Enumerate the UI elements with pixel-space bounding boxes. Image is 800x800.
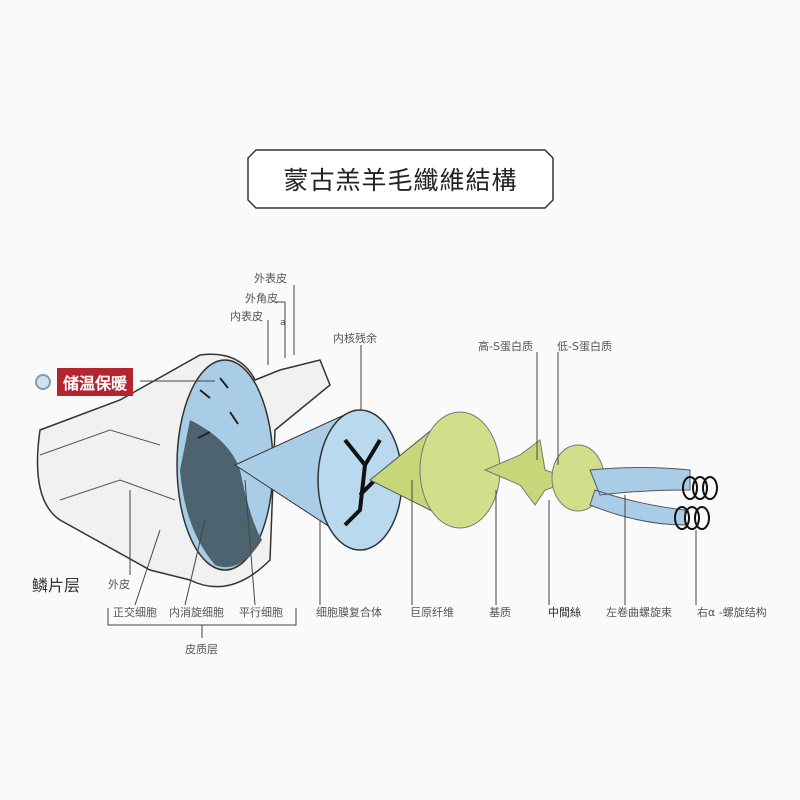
alpha-helix-coils — [674, 476, 718, 530]
label-macrofibril: 巨原纤维 — [410, 606, 454, 619]
label-outer-epicuticle: 外表皮 — [254, 272, 287, 285]
label-exocuticle: 外角皮 — [245, 292, 278, 305]
label-intermediate-filament: 中間絲 — [548, 606, 581, 619]
label-paracortex: 平行细胞 — [239, 606, 283, 619]
title-frame — [247, 149, 554, 209]
label-cell-membrane-complex: 细胞膜复合体 — [316, 606, 382, 619]
label-high-s-protein: 高-S蛋白质 — [478, 340, 533, 353]
label-endocuticle: 内表皮 — [230, 310, 263, 323]
label-right-alpha-helix: 右α -螺旋结构 — [697, 606, 767, 619]
label-medulla-remnant: 内核残余 — [333, 332, 377, 345]
label-mesocortex: 内消旋细胞 — [169, 606, 224, 619]
label-orthocortex: 正交细胞 — [113, 606, 157, 619]
label-epidermis: 外皮 — [108, 578, 130, 591]
label-left-coiled-coil: 左卷曲螺旋束 — [606, 606, 672, 619]
label-matrix: 基质 — [489, 606, 511, 619]
cortex-dark-region — [180, 420, 262, 568]
label-low-s-protein: 低-S蛋白质 — [557, 340, 612, 353]
label-a: a — [280, 318, 286, 328]
diagram-title: 蒙古羔羊毛纖維結構 — [283, 166, 518, 195]
label-cortex: 皮质层 — [185, 643, 218, 656]
label-scale-layer: 鳞片层 — [32, 576, 81, 595]
bullet-icon — [35, 374, 51, 390]
feature-badge: 储温保暖 — [57, 368, 134, 396]
